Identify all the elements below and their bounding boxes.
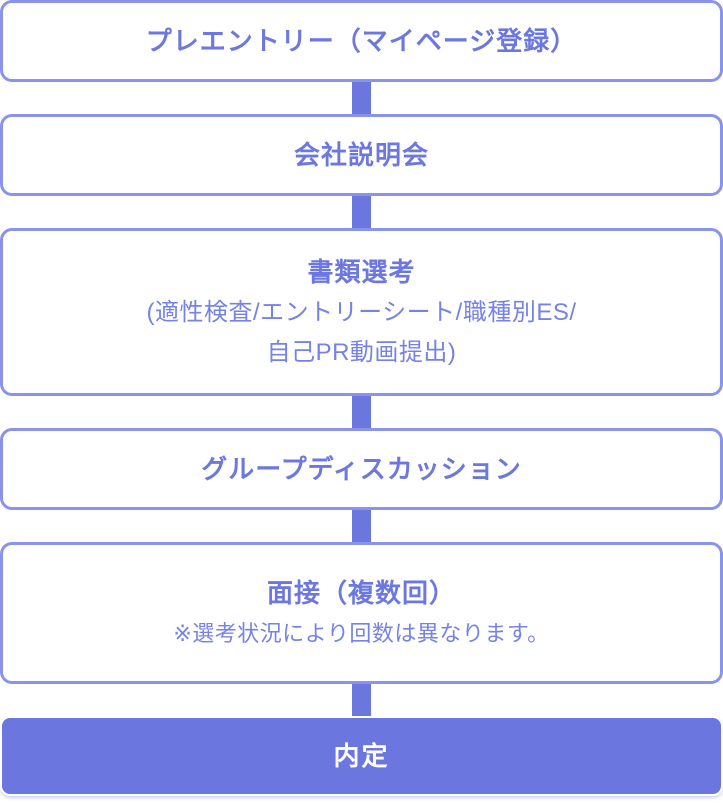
step-company-info-session-title: 会社説明会 [293,140,429,170]
step-job-offer-title: 内定 [333,741,390,771]
step-company-info-session: 会社説明会 [0,114,723,196]
step-pre-entry-title: プレエントリー（マイページ登録） [145,26,578,56]
flow-connector [352,510,371,542]
step-job-offer: 内定 [0,716,723,796]
step-group-discussion: グループディスカッション [0,428,723,510]
flow-connector [352,196,371,228]
step-group-discussion-title: グループディスカッション [201,454,522,484]
step-document-screening-detail-line2: 自己PR動画提出) [266,339,457,366]
step-interview: 面接（複数回） ※選考状況により回数は異なります。 [0,542,723,684]
step-document-screening: 書類選考 (適性検査/エントリーシート/職種別ES/ 自己PR動画提出) [0,228,723,396]
step-pre-entry: プレエントリー（マイページ登録） [0,0,723,82]
step-interview-note: ※選考状況により回数は異なります。 [173,621,550,646]
step-document-screening-title: 書類選考 [307,257,416,287]
flow-connector [352,82,371,114]
flow-connector [352,396,371,428]
step-document-screening-detail-line1: (適性検査/エントリーシート/職種別ES/ [146,299,577,326]
flow-connector [352,684,371,716]
step-interview-title: 面接（複数回） [266,578,456,608]
